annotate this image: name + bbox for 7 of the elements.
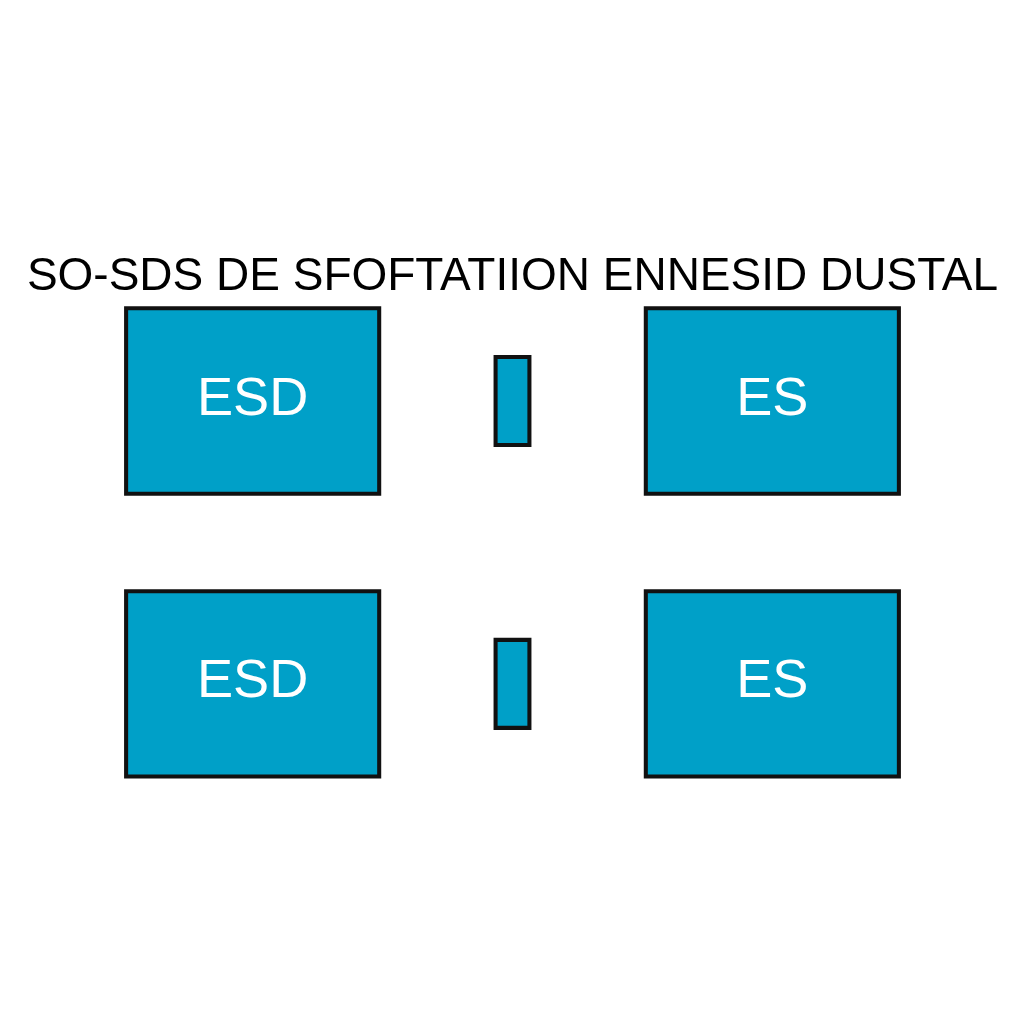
node-box: ES: [643, 306, 901, 496]
node-box: ESD: [123, 306, 381, 496]
node-bar: [493, 637, 531, 730]
diagram-title: SO-SDS DE SFOFTATIION ENNESID DUSTAL: [26, 247, 998, 300]
node-box: ES: [643, 589, 901, 779]
node-bar: [493, 355, 531, 448]
node-box: ESD: [123, 589, 381, 779]
